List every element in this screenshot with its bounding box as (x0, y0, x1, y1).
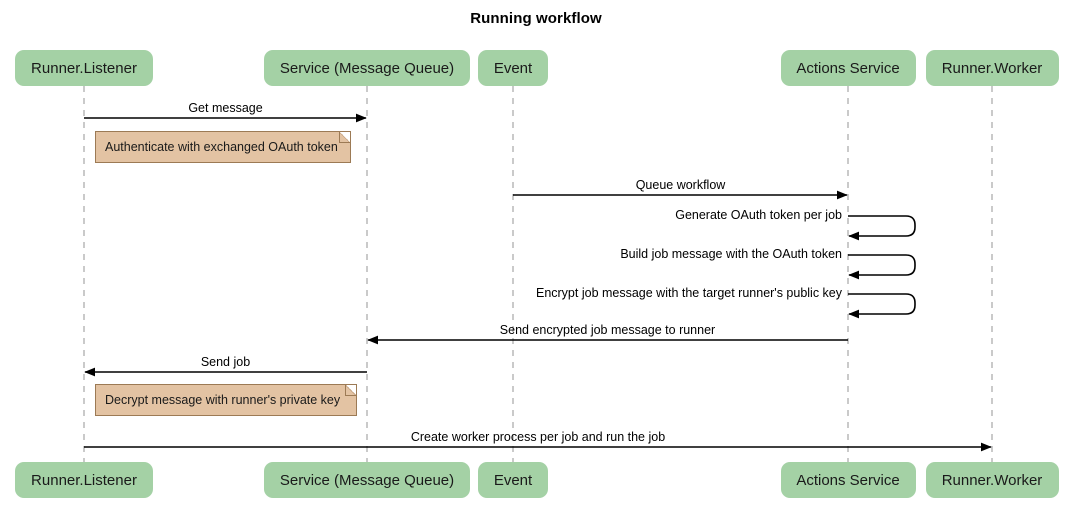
self-message-generate-oauth-token-per-job (848, 215, 916, 241)
message-label-get-message: Get message (188, 101, 263, 115)
note-decrypt-message-with-runners-private-key: Decrypt message with runner's private ke… (95, 384, 357, 416)
message-label-generate-oauth-token-per-job: Generate OAuth token per job (675, 208, 842, 222)
message-label-send-job: Send job (200, 355, 251, 369)
participant-label: Runner.Listener (31, 59, 137, 77)
self-message-build-job-message-with-the-oauth-token (848, 254, 916, 280)
message-label-queue-workflow: Queue workflow (635, 178, 726, 192)
participant-actions-service-top[interactable]: Actions Service (780, 50, 916, 86)
self-message-encrypt-job-message-with-the-target-runners-public-key (848, 293, 916, 319)
note-text: Decrypt message with runner's private ke… (105, 393, 341, 407)
participant-label: Runner.Listener (31, 471, 137, 489)
participant-label: Service (Message Queue) (279, 471, 455, 489)
participant-service-message-queue-bottom[interactable]: Service (Message Queue) (264, 462, 470, 498)
note-authenticate-with-exchanged-oauth-token: Authenticate with exchanged OAuth token (95, 131, 351, 163)
participant-runner-listener-bottom[interactable]: Runner.Listener (15, 462, 153, 498)
page-title: Running workflow (470, 10, 602, 27)
messages-group (84, 113, 992, 452)
participant-label: Event (493, 59, 533, 77)
participant-label: Service (Message Queue) (279, 59, 455, 77)
participant-label: Runner.Worker (941, 471, 1043, 489)
participant-label: Actions Service (796, 59, 900, 77)
participant-runner-worker-top[interactable]: Runner.Worker (925, 50, 1059, 86)
participant-label: Actions Service (796, 471, 900, 489)
message-label-encrypt-job-message-with-the-target-runners-public-key: Encrypt job message with the target runn… (535, 286, 842, 300)
participant-label: Event (493, 471, 533, 489)
participant-event-bottom[interactable]: Event (478, 462, 548, 498)
message-label-build-job-message-with-the-oauth-token: Build job message with the OAuth token (620, 247, 842, 261)
lifelines-group (83, 86, 993, 462)
participant-runner-worker-bottom[interactable]: Runner.Worker (925, 462, 1059, 498)
note-text: Authenticate with exchanged OAuth token (105, 140, 338, 154)
message-label-send-encrypted-job-message-to-runner: Send encrypted job message to runner (499, 323, 716, 337)
participant-event-top[interactable]: Event (478, 50, 548, 86)
note-fold-corner-icon (339, 132, 350, 143)
participant-service-message-queue-top[interactable]: Service (Message Queue) (264, 50, 470, 86)
participant-runner-listener-top[interactable]: Runner.Listener (15, 50, 153, 86)
participant-label: Runner.Worker (941, 59, 1043, 77)
message-label-create-worker-process-per-job-and-run-the-job: Create worker process per job and run th… (410, 430, 666, 444)
participant-actions-service-bottom[interactable]: Actions Service (780, 462, 916, 498)
note-fold-corner-icon (345, 385, 356, 396)
